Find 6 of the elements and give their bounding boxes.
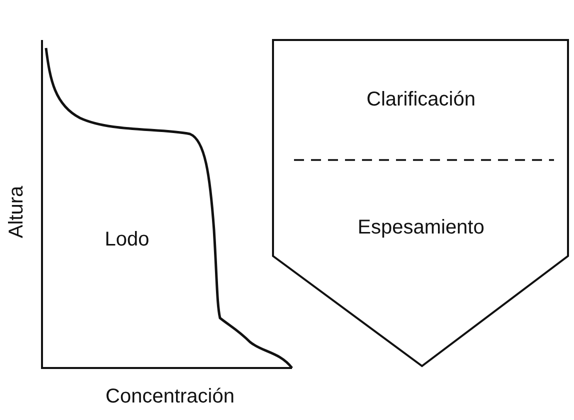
zone-label: Clarificación: [366, 88, 476, 112]
axis-label: Altura: [6, 186, 28, 238]
axis-label: Concentración: [106, 386, 234, 408]
region-label: Lodo: [104, 228, 150, 252]
tank-shape: [272, 38, 570, 368]
zone-label: Espesamiento: [358, 216, 484, 240]
